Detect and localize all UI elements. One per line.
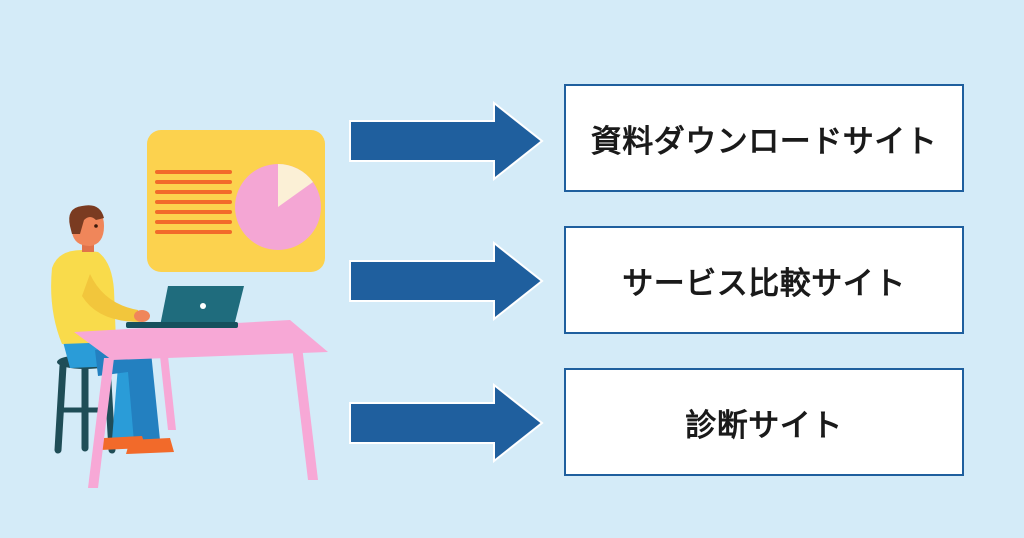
label-text: サービス比較サイト bbox=[622, 265, 906, 302]
right-arrow-icon bbox=[349, 241, 544, 321]
board-text-lines bbox=[155, 170, 232, 234]
label-box-document-download: 資料ダウンロードサイト bbox=[564, 84, 964, 192]
pie-chart-icon bbox=[235, 164, 321, 250]
person-shoes bbox=[100, 436, 174, 454]
presentation-board-icon bbox=[147, 130, 325, 272]
label-text: 診断サイト bbox=[685, 407, 843, 444]
laptop-icon bbox=[126, 286, 244, 328]
right-arrow-icon bbox=[349, 383, 544, 463]
desk bbox=[74, 320, 328, 488]
person-torso bbox=[51, 250, 150, 344]
person-head bbox=[69, 205, 104, 252]
label-box-diagnosis: 診断サイト bbox=[564, 368, 964, 476]
label-text: 資料ダウンロードサイト bbox=[590, 123, 938, 160]
right-arrow-icon bbox=[349, 101, 544, 181]
label-box-service-comparison: サービス比較サイト bbox=[564, 226, 964, 334]
person-at-desk-illustration bbox=[51, 130, 328, 488]
